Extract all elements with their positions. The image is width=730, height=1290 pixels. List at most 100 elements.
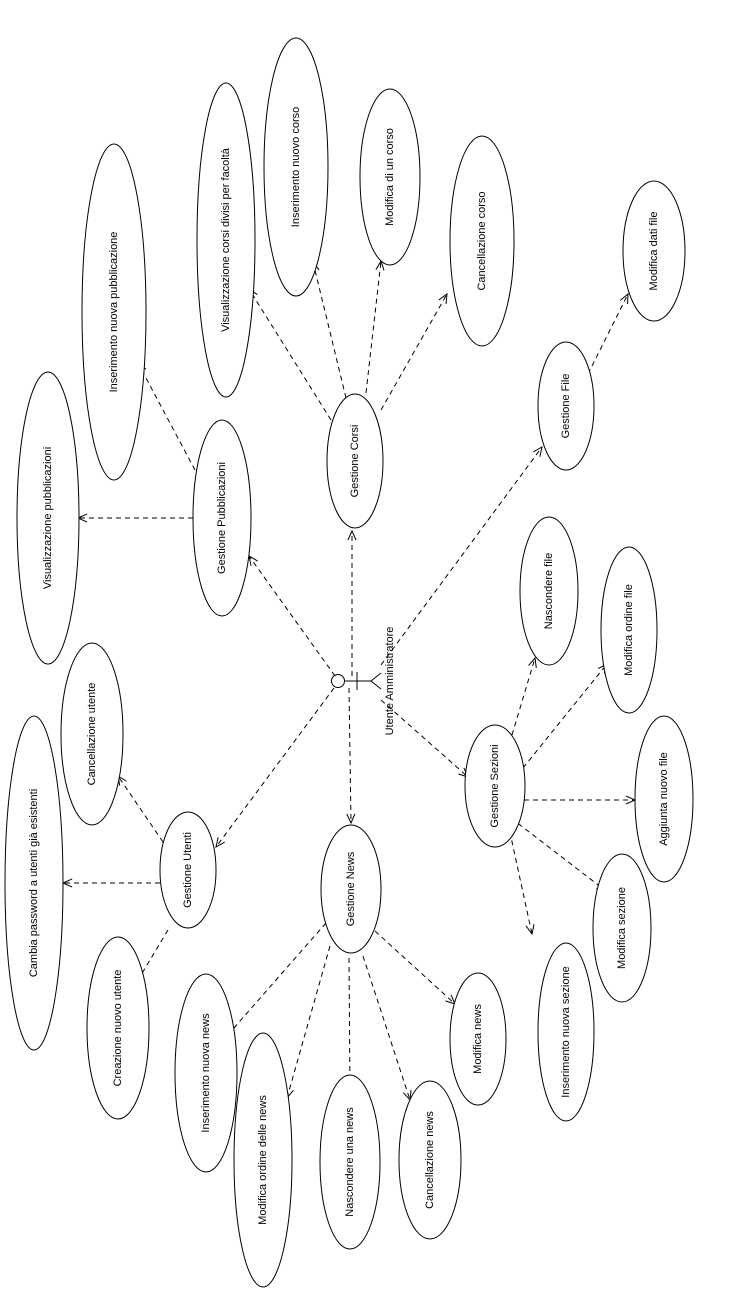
- use-case-ellipse: [464, 724, 526, 848]
- dependency-arrow: [248, 555, 336, 677]
- use-case-ellipse: [86, 936, 150, 1120]
- use-case-label: Cambia password a utenti già esistenti: [28, 789, 40, 977]
- use-case-inserimento-pubblicazione: Inserimento nuova pubblicazione: [81, 143, 147, 481]
- use-case-label: Modifica ordine file: [623, 584, 635, 676]
- dependency-line: [248, 555, 336, 677]
- arrowhead: [215, 837, 225, 848]
- use-case-ellipse: [537, 341, 595, 471]
- dependency-arrow: [510, 817, 607, 892]
- use-case-gestione-sezioni: Gestione Sezioni: [464, 724, 526, 848]
- dependency-line: [380, 699, 469, 778]
- arrowhead: [346, 813, 356, 825]
- dependency-arrow: [215, 687, 335, 848]
- dependency-arrow: [310, 260, 347, 399]
- use-case-inserimento-sezione: Inserimento nuova sezione: [537, 942, 595, 1122]
- use-case-inserimento-corso: Inserimento nuovo corso: [263, 37, 329, 297]
- use-case-ellipse: [519, 516, 579, 666]
- arrowhead: [438, 292, 448, 305]
- actor-utente-amministratore: [331, 672, 382, 690]
- use-case-label: Modifica di un corso: [384, 128, 396, 226]
- use-case-gestione-utenti: Gestione Utenti: [159, 811, 217, 929]
- use-case-ellipse: [233, 1032, 293, 1288]
- arrowhead: [533, 446, 543, 457]
- dependency-arrow: [346, 687, 356, 825]
- use-case-ellipse: [449, 135, 515, 347]
- dependency-line: [348, 957, 351, 1093]
- use-case-visualizzazione-corsi: Visualizzazione corsi divisi per facoltà: [196, 82, 256, 398]
- arrowhead: [619, 292, 629, 305]
- use-case-ellipse: [634, 715, 694, 883]
- use-case-label: Cancellazione news: [424, 1111, 436, 1209]
- arrowhead: [525, 924, 535, 936]
- use-case-label: Modifica sezione: [616, 887, 628, 969]
- dependency-arrow: [76, 513, 193, 523]
- use-case-label: Modifica ordine delle news: [257, 1095, 269, 1225]
- dependency-arrow: [117, 774, 164, 843]
- dependency-line: [510, 817, 607, 892]
- dependency-arrow: [362, 955, 412, 1102]
- use-case-ellipse: [174, 973, 238, 1173]
- use-case-modifica-sezione: Modifica sezione: [592, 853, 652, 1003]
- use-case-ellipse: [60, 642, 124, 826]
- use-case-ellipse: [600, 546, 658, 714]
- use-case-ellipse: [263, 37, 329, 297]
- use-case-ellipse: [192, 419, 252, 617]
- dependency-arrow: [347, 529, 357, 676]
- dependency-line: [511, 657, 536, 736]
- use-case-label: Gestione Corsi: [349, 425, 361, 498]
- use-case-modifica-dati-file: Modifica dati file: [622, 180, 686, 322]
- dependency-line: [117, 775, 164, 843]
- use-case-label: Visualizzazione corsi divisi per facoltà: [220, 147, 232, 332]
- use-case-gestione-news: Gestione News: [320, 824, 382, 954]
- use-case-label: Modifica news: [472, 1004, 484, 1074]
- dependency-line: [248, 288, 332, 421]
- dependency-line: [522, 663, 608, 769]
- use-case-label: Inserimento nuova pubblicazione: [108, 232, 120, 393]
- use-case-aggiunta-file: Aggiunta nuovo file: [634, 715, 694, 883]
- use-case-gestione-file: Gestione File: [537, 341, 595, 471]
- dependency-line: [225, 922, 327, 1038]
- dependency-line: [380, 293, 448, 411]
- use-case-label: Gestione File: [560, 374, 572, 439]
- arrowhead: [347, 529, 357, 541]
- actor-label: Utente Amministratore: [384, 627, 396, 736]
- use-case-label: Cancellazione corso: [476, 191, 488, 290]
- use-case-label: Modifica dati file: [648, 212, 660, 291]
- dependency-arrow: [587, 292, 629, 375]
- use-case-inserimento-news: Inserimento nuova news: [174, 973, 238, 1173]
- use-case-cancellazione-news: Cancellazione news: [398, 1080, 462, 1240]
- dependency-line: [587, 293, 629, 375]
- use-case-ellipse: [359, 88, 421, 266]
- use-case-cancellazione-corso: Cancellazione corso: [449, 135, 515, 347]
- use-case-cambia-password: Cambia password a utenti già esistenti: [4, 715, 64, 1051]
- dependency-arrow: [365, 259, 385, 394]
- use-case-ellipse: [320, 824, 382, 954]
- use-case-label: Aggiunta nuovo file: [658, 752, 670, 846]
- dependency-line: [374, 930, 456, 1005]
- use-case-nodes: Gestione Utenti Cancellazione utenteCambi…: [4, 37, 694, 1288]
- use-case-label: Visualizzazione pubblicazioni: [42, 447, 54, 589]
- use-case-label: Gestione News: [345, 851, 357, 926]
- dependency-line: [215, 687, 335, 848]
- use-case-label: Inserimento nuova sezione: [560, 966, 572, 1097]
- use-case-label: Gestione Pubblicazioni: [216, 462, 228, 574]
- dependency-arrow: [522, 663, 608, 769]
- dependency-line: [137, 362, 196, 471]
- use-case-ellipse: [159, 811, 217, 929]
- use-case-ellipse: [622, 180, 686, 322]
- dependency-arrow: [524, 795, 637, 805]
- dependency-arrow: [374, 930, 456, 1005]
- use-case-cancellazione-utente: Cancellazione utente: [60, 642, 124, 826]
- use-case-ellipse: [319, 1074, 381, 1250]
- use-case-nascondere-news: Nascondere una news: [319, 1074, 381, 1250]
- use-case-label: Inserimento nuova news: [200, 1013, 212, 1133]
- use-case-creazione-utente: Creazione nuovo utente: [86, 936, 150, 1120]
- use-case-modifica-ordine-news: Modifica ordine delle news: [233, 1032, 293, 1288]
- use-case-ellipse: [449, 972, 507, 1106]
- use-case-ellipse: [326, 393, 384, 529]
- dependency-arrow: [285, 945, 331, 1100]
- use-case-modifica-corso: Modifica di un corso: [359, 88, 421, 266]
- dependency-line: [362, 955, 411, 1101]
- dependency-arrow: [345, 957, 355, 1094]
